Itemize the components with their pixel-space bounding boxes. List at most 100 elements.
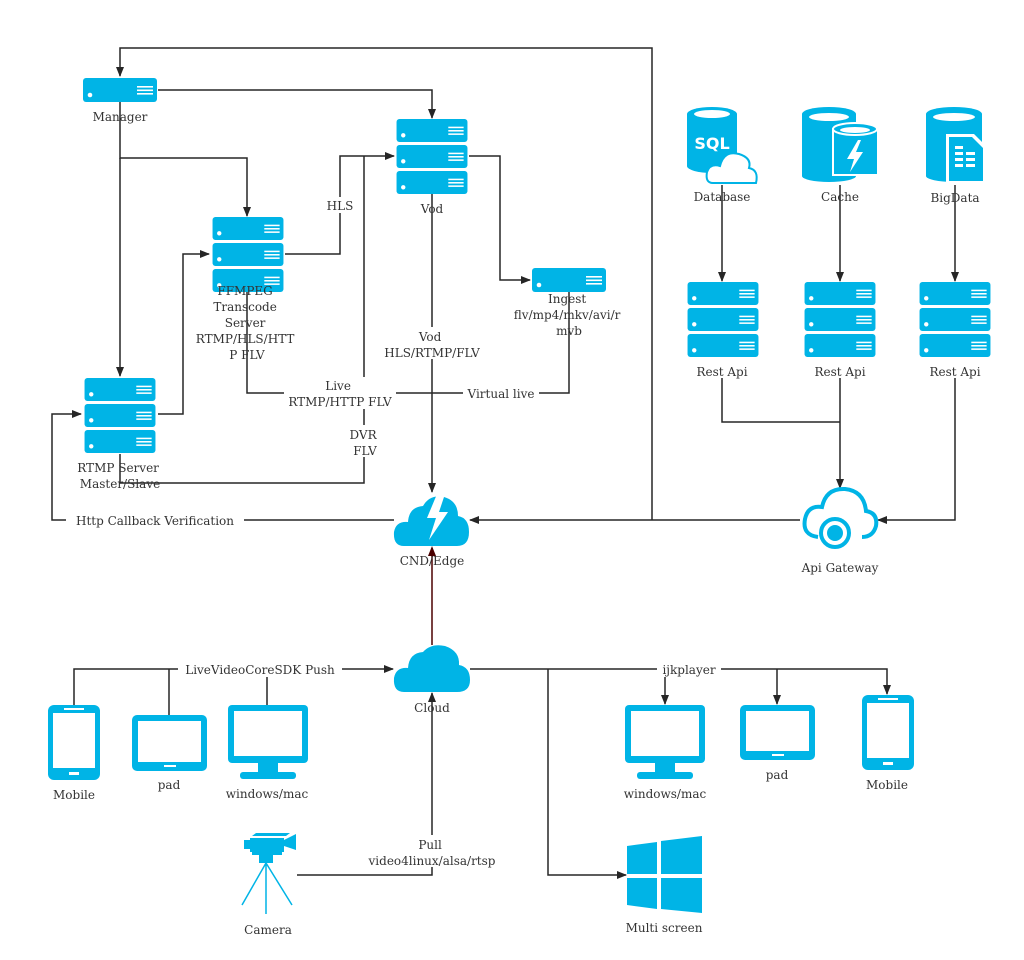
vod-label: Vod bbox=[420, 202, 444, 216]
node-vod: Vod bbox=[396, 119, 468, 216]
node-cdn-edge: CND/Edge bbox=[393, 494, 469, 568]
edge-labels: HLS Vod HLS/RTMP/FLV Live RTMP/HTTP FLV … bbox=[66, 197, 721, 868]
mobile-label: Mobile bbox=[866, 778, 908, 792]
cloud-gateway-icon bbox=[802, 486, 879, 549]
edge-callback-to-manager bbox=[116, 47, 653, 520]
node-mobile-left: Mobile bbox=[48, 705, 100, 802]
live-label: Live RTMP/HTTP FLV bbox=[288, 379, 392, 409]
server-icon bbox=[396, 145, 468, 168]
windows-logo-icon bbox=[627, 836, 702, 913]
cloud-lightning-icon bbox=[393, 494, 469, 546]
rest-api-label: Rest Api bbox=[696, 365, 747, 379]
edge-multiscreen bbox=[547, 669, 627, 879]
windows-label: windows/mac bbox=[226, 787, 309, 801]
node-cloud: Cloud bbox=[393, 645, 470, 715]
database-label: Database bbox=[694, 190, 751, 204]
server-icon bbox=[804, 308, 876, 331]
camera-label: Camera bbox=[244, 923, 292, 937]
virtual-live-label: Virtual live bbox=[467, 387, 535, 401]
http-callback-label: Http Callback Verification bbox=[76, 514, 234, 528]
ffmpeg-label: FFMPEG Transcode Server RTMP/HLS/HTT P F… bbox=[196, 284, 298, 362]
edge-live-virtual bbox=[246, 292, 570, 394]
server-icon bbox=[687, 334, 759, 357]
server-icon bbox=[212, 217, 284, 240]
bigdata-icon bbox=[926, 107, 986, 184]
cloud-label: Cloud bbox=[414, 701, 450, 715]
pad-label: pad bbox=[766, 768, 789, 782]
server-icon bbox=[84, 404, 156, 427]
server-icon bbox=[919, 334, 991, 357]
server-icon bbox=[396, 119, 468, 142]
server-icon bbox=[804, 282, 876, 305]
server-icon bbox=[84, 430, 156, 453]
server-icon bbox=[83, 78, 157, 102]
server-icon bbox=[919, 282, 991, 305]
api-gateway-label: Api Gateway bbox=[801, 561, 879, 575]
node-windows-right: windows/mac bbox=[624, 705, 707, 801]
edge-ijkplayer bbox=[470, 668, 891, 695]
server-icon bbox=[212, 243, 284, 266]
server-icon bbox=[396, 171, 468, 194]
edge-manager-vod bbox=[158, 89, 436, 119]
vod-protocols-label: Vod HLS/RTMP/FLV bbox=[384, 330, 480, 360]
server-icon bbox=[532, 268, 606, 292]
cache-icon bbox=[802, 107, 879, 182]
node-ingest: Ingest flv/mp4/mkv/avi/r mvb bbox=[514, 268, 624, 338]
node-database: SQL Database bbox=[687, 107, 758, 204]
camera-icon bbox=[241, 833, 296, 914]
multi-screen-label: Multi screen bbox=[626, 921, 703, 935]
edge-api1-gateway bbox=[721, 378, 840, 423]
tablet-icon bbox=[132, 715, 207, 771]
pad-label: pad bbox=[158, 778, 181, 792]
cache-label: Cache bbox=[821, 190, 859, 204]
edge-manager-ffmpeg bbox=[119, 102, 251, 217]
node-rest-api-1: Rest Api bbox=[687, 282, 759, 379]
server-icon bbox=[687, 282, 759, 305]
node-ffmpeg: FFMPEG Transcode Server RTMP/HLS/HTT P F… bbox=[196, 217, 298, 362]
node-rtmp-server: RTMP Server Master/Slave bbox=[77, 378, 163, 491]
windows-label: windows/mac bbox=[624, 787, 707, 801]
rest-api-label: Rest Api bbox=[929, 365, 980, 379]
monitor-icon bbox=[625, 705, 705, 779]
node-multi-screen: Multi screen bbox=[626, 836, 703, 935]
node-rest-api-2: Rest Api bbox=[804, 282, 876, 379]
pull-label: Pull video4linux/alsa/rtsp bbox=[368, 838, 496, 868]
push-label: LiveVideoCoreSDK Push bbox=[185, 663, 335, 677]
tablet-icon bbox=[740, 705, 815, 760]
edge-rtmp-ffmpeg bbox=[158, 250, 210, 415]
node-mobile-right: Mobile bbox=[862, 695, 914, 792]
node-api-gateway: Api Gateway bbox=[801, 486, 879, 575]
dvr-label: DVR FLV bbox=[350, 428, 381, 458]
mobile-label: Mobile bbox=[53, 788, 95, 802]
rtmp-label: RTMP Server Master/Slave bbox=[77, 461, 163, 491]
database-icon: SQL bbox=[687, 107, 758, 184]
ijkplayer-label: ijkplayer bbox=[662, 663, 715, 677]
server-icon bbox=[84, 378, 156, 401]
node-manager: Manager bbox=[83, 78, 157, 124]
edge-vod-ingest bbox=[469, 155, 531, 284]
edge-pull bbox=[297, 692, 436, 876]
cloud-icon bbox=[393, 645, 470, 692]
node-pad-left: pad bbox=[132, 715, 207, 792]
node-pad-right: pad bbox=[740, 705, 815, 782]
cdn-label: CND/Edge bbox=[400, 554, 465, 568]
node-rest-api-3: Rest Api bbox=[919, 282, 991, 379]
server-icon bbox=[919, 308, 991, 331]
monitor-icon bbox=[228, 705, 308, 779]
edge-dvr bbox=[119, 156, 365, 484]
hls-label: HLS bbox=[327, 199, 354, 213]
manager-label: Manager bbox=[93, 110, 148, 124]
bigdata-label: BigData bbox=[930, 191, 979, 205]
phone-icon bbox=[862, 695, 914, 770]
node-cache: Cache bbox=[802, 107, 879, 204]
server-icon bbox=[804, 334, 876, 357]
svg-text:SQL: SQL bbox=[694, 134, 729, 153]
server-icon bbox=[687, 308, 759, 331]
ingest-label: Ingest flv/mp4/mkv/avi/r mvb bbox=[514, 292, 624, 338]
node-windows-left: windows/mac bbox=[226, 705, 309, 801]
edge-api3-gateway bbox=[877, 378, 956, 524]
node-camera: Camera bbox=[241, 833, 296, 937]
node-bigdata: BigData bbox=[926, 107, 986, 205]
rest-api-label: Rest Api bbox=[814, 365, 865, 379]
